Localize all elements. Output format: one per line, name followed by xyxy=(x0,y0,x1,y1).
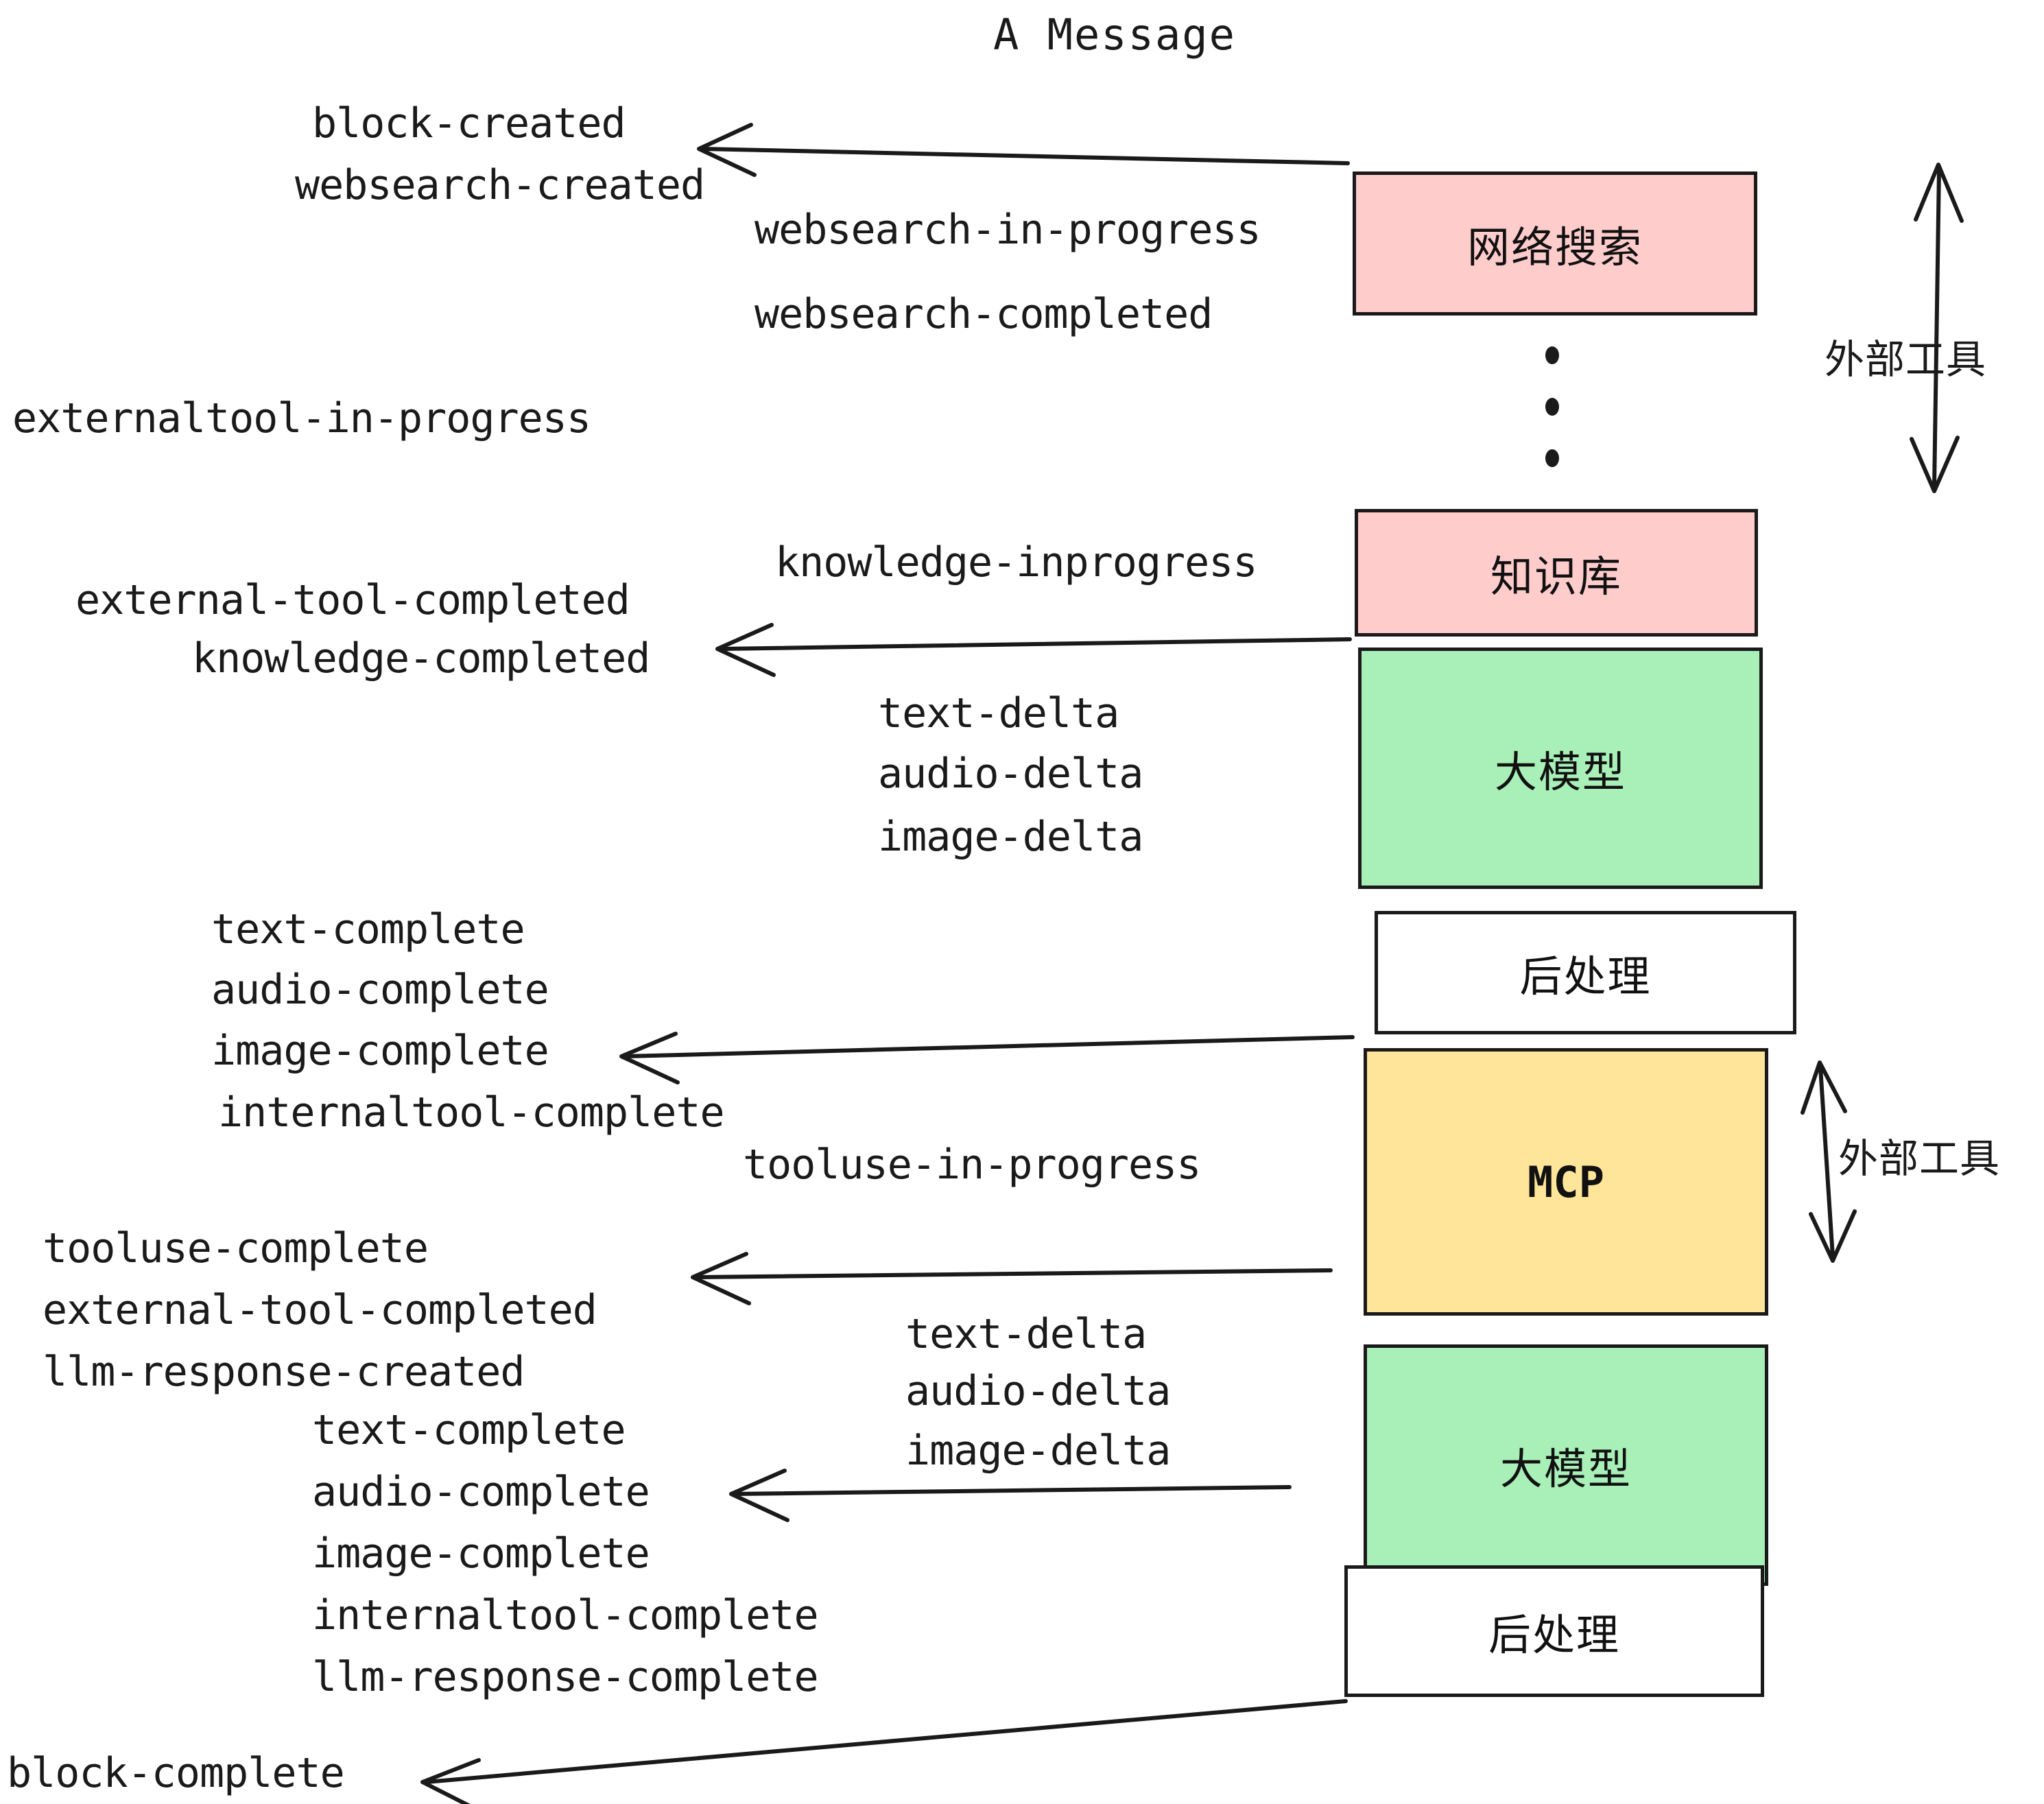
box-knowledge[interactable]: 知识库 xyxy=(1355,509,1758,637)
event-label-block-created: block-created xyxy=(312,99,626,147)
event-label-audio-delta-2: audio-delta xyxy=(905,1367,1171,1415)
double-arrow-external-tools-top xyxy=(1910,163,1964,493)
event-label-external-tool-completed-2: external-tool-completed xyxy=(43,1286,597,1334)
box-postprocess-top[interactable]: 后处理 xyxy=(1375,911,1796,1034)
arrow-audio-complete xyxy=(729,1469,1292,1522)
event-label-text-complete-2: text-complete xyxy=(312,1406,626,1454)
event-label-block-complete: block-complete xyxy=(7,1749,345,1797)
event-label-image-complete-1: image-complete xyxy=(211,1027,549,1075)
arrow-image-complete xyxy=(619,1032,1355,1084)
event-label-external-tool-completed-1: external-tool-completed xyxy=(75,576,630,624)
event-label-text-delta-1: text-delta xyxy=(878,689,1119,737)
arrow-block-complete xyxy=(420,1699,1348,1804)
event-label-tooluse-complete: tooluse-complete xyxy=(43,1224,429,1272)
event-label-image-complete-2: image-complete xyxy=(312,1530,650,1578)
box-websearch[interactable]: 网络搜索 xyxy=(1353,171,1757,316)
diagram-title: A Message xyxy=(993,10,1236,60)
box-postprocess-bottom[interactable]: 后处理 xyxy=(1344,1565,1764,1697)
event-label-audio-delta-1: audio-delta xyxy=(878,750,1143,798)
event-label-image-delta-1: image-delta xyxy=(878,813,1143,861)
side-label-external-tools-top: 外部工具 xyxy=(1825,336,1987,383)
arrow-knowledge-completed xyxy=(715,623,1352,677)
event-label-knowledge-completed: knowledge-completed xyxy=(192,634,650,683)
event-label-internaltool-complete-2: internaltool-complete xyxy=(312,1591,819,1639)
event-label-audio-complete-1: audio-complete xyxy=(211,966,549,1014)
event-label-audio-complete-2: audio-complete xyxy=(312,1468,650,1516)
event-label-websearch-completed: websearch-completed xyxy=(754,290,1213,338)
arrow-tooluse-complete xyxy=(691,1252,1333,1305)
event-label-text-delta-2: text-delta xyxy=(905,1310,1147,1358)
box-mcp[interactable]: MCP xyxy=(1364,1048,1768,1316)
event-label-llm-response-complete: llm-response-complete xyxy=(312,1653,819,1701)
event-label-llm-response-created: llm-response-created xyxy=(43,1348,525,1396)
event-label-image-delta-2: image-delta xyxy=(905,1427,1171,1475)
arrow-websearch-created xyxy=(697,123,1350,177)
event-label-websearch-in-progress: websearch-in-progress xyxy=(754,206,1261,254)
box-llm-top[interactable]: 大模型 xyxy=(1358,648,1763,889)
ellipsis-dot-1 xyxy=(1545,346,1559,364)
event-label-websearch-created: websearch-created xyxy=(295,161,705,209)
event-label-knowledge-inprogress: knowledge-inprogress xyxy=(775,538,1257,586)
ellipsis-dot-3 xyxy=(1545,449,1559,467)
event-label-internaltool-complete-1: internaltool-complete xyxy=(218,1089,725,1137)
event-label-externaltool-in-progress: externaltool-in-progress xyxy=(12,394,591,442)
box-llm-bottom[interactable]: 大模型 xyxy=(1364,1344,1768,1586)
ellipsis-dot-2 xyxy=(1545,398,1559,416)
side-label-external-tools-bottom: 外部工具 xyxy=(1838,1135,2001,1182)
event-label-tooluse-in-progress: tooluse-in-progress xyxy=(743,1141,1201,1189)
event-label-text-complete-1: text-complete xyxy=(211,905,525,953)
